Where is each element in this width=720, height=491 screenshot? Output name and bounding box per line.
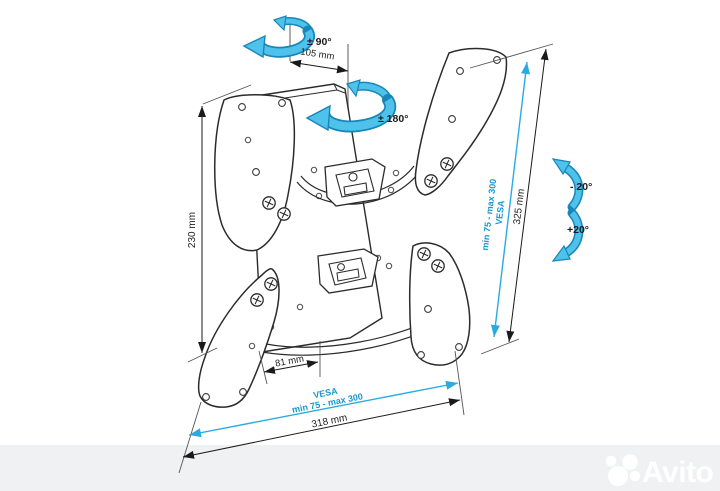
- wing-top-right: [414, 47, 508, 196]
- rotation-arrow-180-icon: [305, 79, 397, 133]
- dimension-230-label: 230 mm: [187, 212, 198, 248]
- tilt-arrow-down-icon: [551, 208, 584, 262]
- avito-wordmark: Avito: [642, 456, 714, 489]
- vesa-horizontal-title: VESA: [312, 386, 338, 401]
- tilt-arrow-up-icon: [551, 158, 584, 212]
- wall-mount-drawing: [197, 47, 508, 408]
- dimension-line-81: [263, 360, 319, 374]
- tilt-plus-label: +20°: [567, 224, 589, 236]
- dimension-105-label: 105 mm: [300, 46, 336, 62]
- avito-logo-icon: [605, 454, 641, 486]
- dimension-325-label: 325 mm: [512, 188, 527, 225]
- wing-bottom-right: [408, 242, 471, 366]
- vesa-line-horizontal: [188, 380, 459, 438]
- vesa-line-vertical: [490, 61, 531, 338]
- tilt-minus-label: - 20°: [570, 181, 592, 193]
- rotation-arrow-90-icon: [242, 15, 315, 59]
- swivel-180-label: ± 180°: [378, 113, 408, 125]
- vesa-vertical-title: VESA: [494, 199, 507, 225]
- lower-keyhole-bracket: [317, 248, 379, 294]
- dimension-line-105: [289, 59, 349, 74]
- swivel-90-label: ± 90°: [307, 36, 332, 48]
- dimension-81-label: 81 mm: [274, 353, 305, 369]
- upper-keyhole-bracket: [324, 158, 386, 207]
- avito-watermark: Avito: [605, 454, 714, 489]
- dimension-lines-cyan: [188, 61, 531, 438]
- wing-top-left: [214, 94, 296, 252]
